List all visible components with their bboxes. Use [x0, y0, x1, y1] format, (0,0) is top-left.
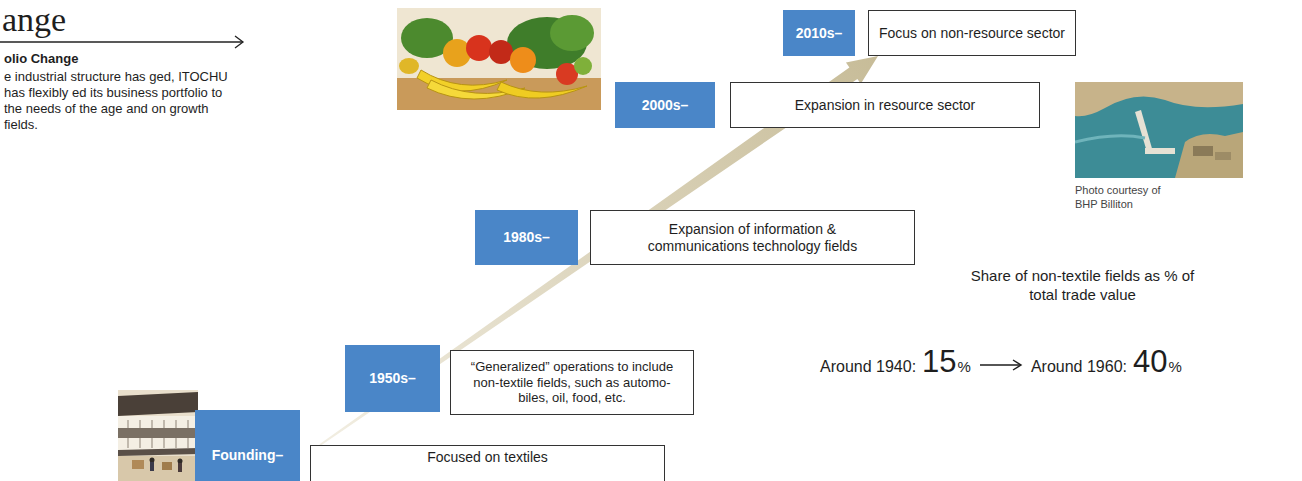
stat-unit: %	[958, 359, 971, 374]
description-box: Focus on non-resource sector	[868, 10, 1076, 56]
photo-credit: Photo courtesy of BHP Billiton	[1075, 183, 1185, 211]
title-arrowhead	[235, 36, 243, 48]
period-label: Founding–	[212, 447, 284, 464]
description-box: “Generalized” operations to include non-…	[450, 350, 694, 415]
year-label: Around 1940:	[820, 359, 916, 375]
period-box: 2010s–	[783, 10, 855, 56]
description-text: Expansion of information & communication…	[633, 221, 873, 255]
description-text: Expansion in resource sector	[795, 97, 976, 114]
title-rule	[0, 41, 243, 42]
stat-value: 40	[1133, 346, 1167, 377]
year-label: Around 1960:	[1031, 359, 1127, 375]
section-heading: olio Change	[4, 51, 78, 66]
port-photo	[1075, 82, 1243, 178]
period-label: 2000s–	[642, 97, 689, 114]
stat-row: Around 1940: 15% Around 1960: 40%	[820, 346, 1182, 377]
period-label: 1980s–	[503, 229, 550, 246]
body-paragraph: e industrial structure has ged, ITOCHU h…	[4, 69, 236, 133]
storefront-illustration	[118, 390, 198, 481]
stat-unit: %	[1168, 359, 1181, 374]
period-box: 1980s–	[475, 210, 578, 265]
description-text: Focus on non-resource sector	[879, 25, 1065, 42]
change-arrow	[979, 358, 1023, 372]
description-text: “Generalized” operations to include non-…	[459, 359, 685, 406]
period-label: 2010s–	[796, 25, 843, 42]
period-box: 2000s–	[615, 82, 715, 128]
description-box: Expansion in resource sector	[730, 82, 1040, 128]
stat-value: 15	[922, 346, 956, 377]
period-box: 1950s–	[345, 345, 440, 412]
page-title: ange	[2, 1, 66, 39]
description-text: Focused on textiles	[427, 449, 548, 466]
period-label: 1950s–	[369, 370, 416, 387]
period-box: Founding–	[195, 410, 300, 481]
description-box: Expansion of information & communication…	[590, 210, 915, 265]
stat-heading: Share of non-textile fields as % of tota…	[955, 266, 1210, 304]
produce-photo	[397, 8, 601, 110]
description-box: Focused on textiles	[310, 445, 665, 481]
